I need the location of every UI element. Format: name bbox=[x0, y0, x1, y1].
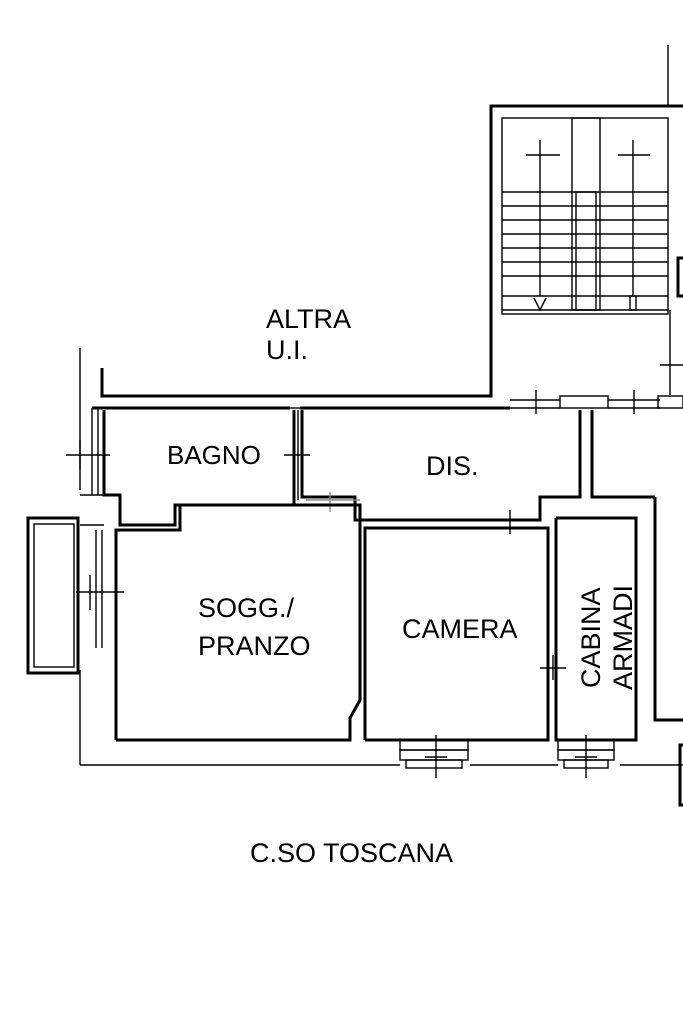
staircase bbox=[501, 117, 683, 395]
label-street: C.SO TOSCANA bbox=[250, 838, 453, 868]
label-dis: DIS. bbox=[426, 451, 479, 481]
label-bagno: BAGNO bbox=[167, 440, 261, 470]
label-soggiorno-line2: PRANZO bbox=[198, 631, 311, 661]
apartment-walls bbox=[26, 390, 683, 807]
label-soggiorno-line1: SOGG./ bbox=[198, 593, 295, 623]
label-camera: CAMERA bbox=[402, 614, 518, 644]
label-cabina: CABINA bbox=[576, 587, 606, 688]
label-altra-ui-line2: U.I. bbox=[266, 335, 308, 365]
label-altra-ui-line1: ALTRA bbox=[266, 304, 351, 334]
outer-walls bbox=[79, 45, 683, 766]
label-armadi: ARMADI bbox=[608, 585, 638, 690]
room-labels: ALTRA U.I. BAGNO DIS. SOGG./ PRANZO CAME… bbox=[167, 304, 638, 868]
